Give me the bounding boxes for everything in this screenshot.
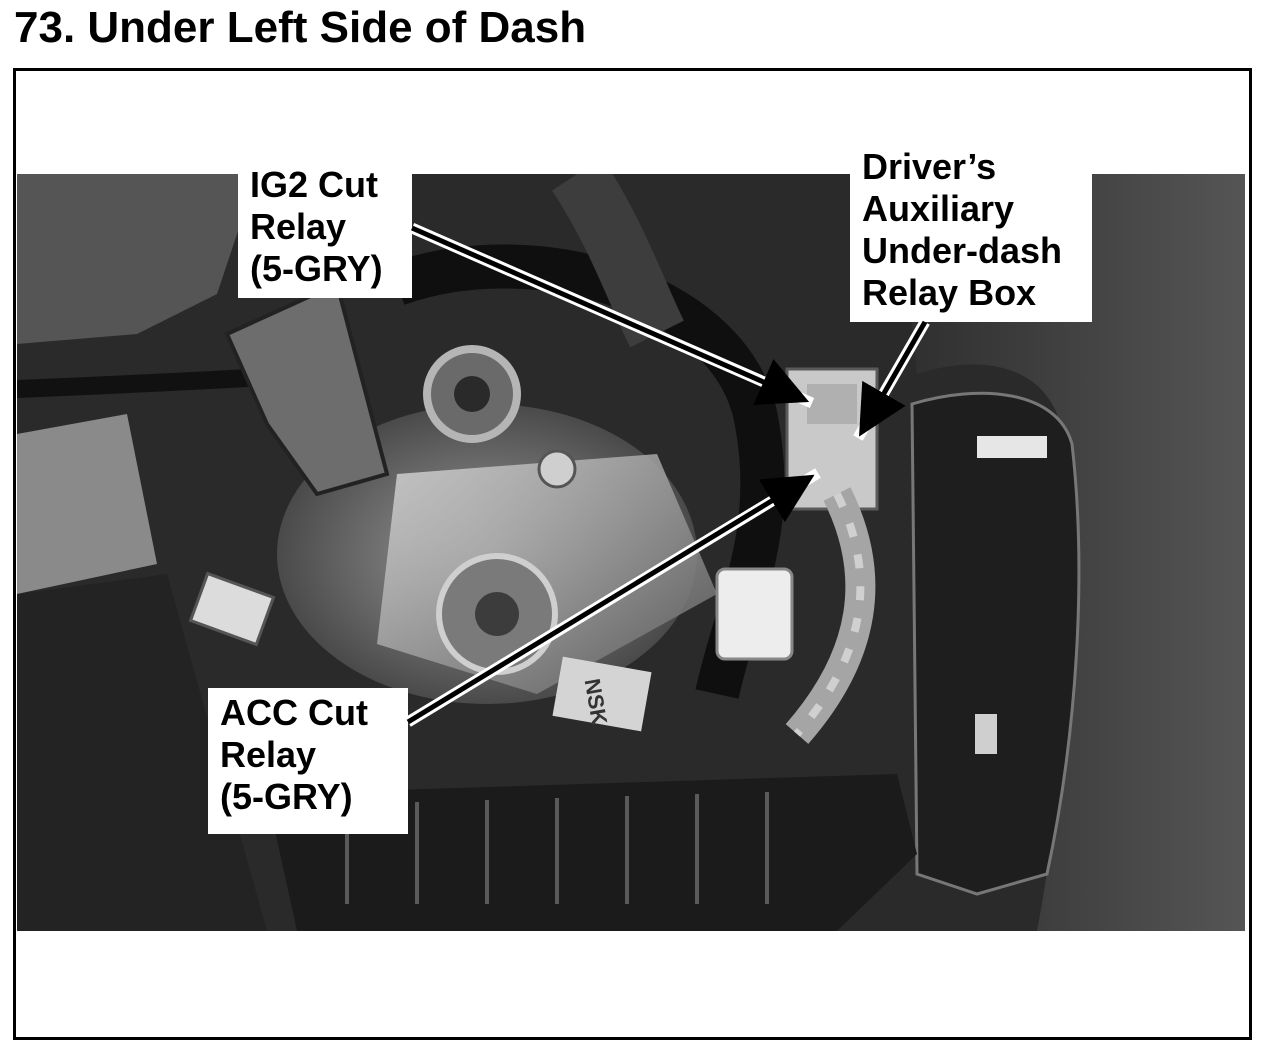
under-dash-photo: NSK — [17, 174, 1245, 931]
callout-line: ACC Cut — [220, 692, 368, 733]
callout-line: Relay Box — [862, 272, 1037, 313]
ig2-arrow — [409, 222, 815, 409]
callout-line: Under-dash — [862, 230, 1063, 271]
callout-line: (5-GRY) — [220, 776, 353, 817]
callout-line: IG2 Cut — [250, 164, 379, 205]
callout-line: (5-GRY) — [250, 248, 383, 289]
callout-line: Auxiliary — [862, 188, 1015, 229]
callout-line: Relay — [250, 206, 347, 247]
acc-arrow — [405, 468, 821, 727]
callout-line: Driver’s — [862, 146, 997, 187]
callout-auxiliary-relay-box: Driver’s Auxiliary Under-dash Relay Box — [850, 142, 1092, 322]
callout-ig2-cut-relay: IG2 Cut Relay (5-GRY) — [238, 160, 412, 298]
page-title: 73. Under Left Side of Dash — [14, 3, 587, 52]
callout-acc-cut-relay: ACC Cut Relay (5-GRY) — [208, 688, 408, 834]
aux-arrow — [853, 319, 930, 441]
callout-line: Relay — [220, 734, 317, 775]
